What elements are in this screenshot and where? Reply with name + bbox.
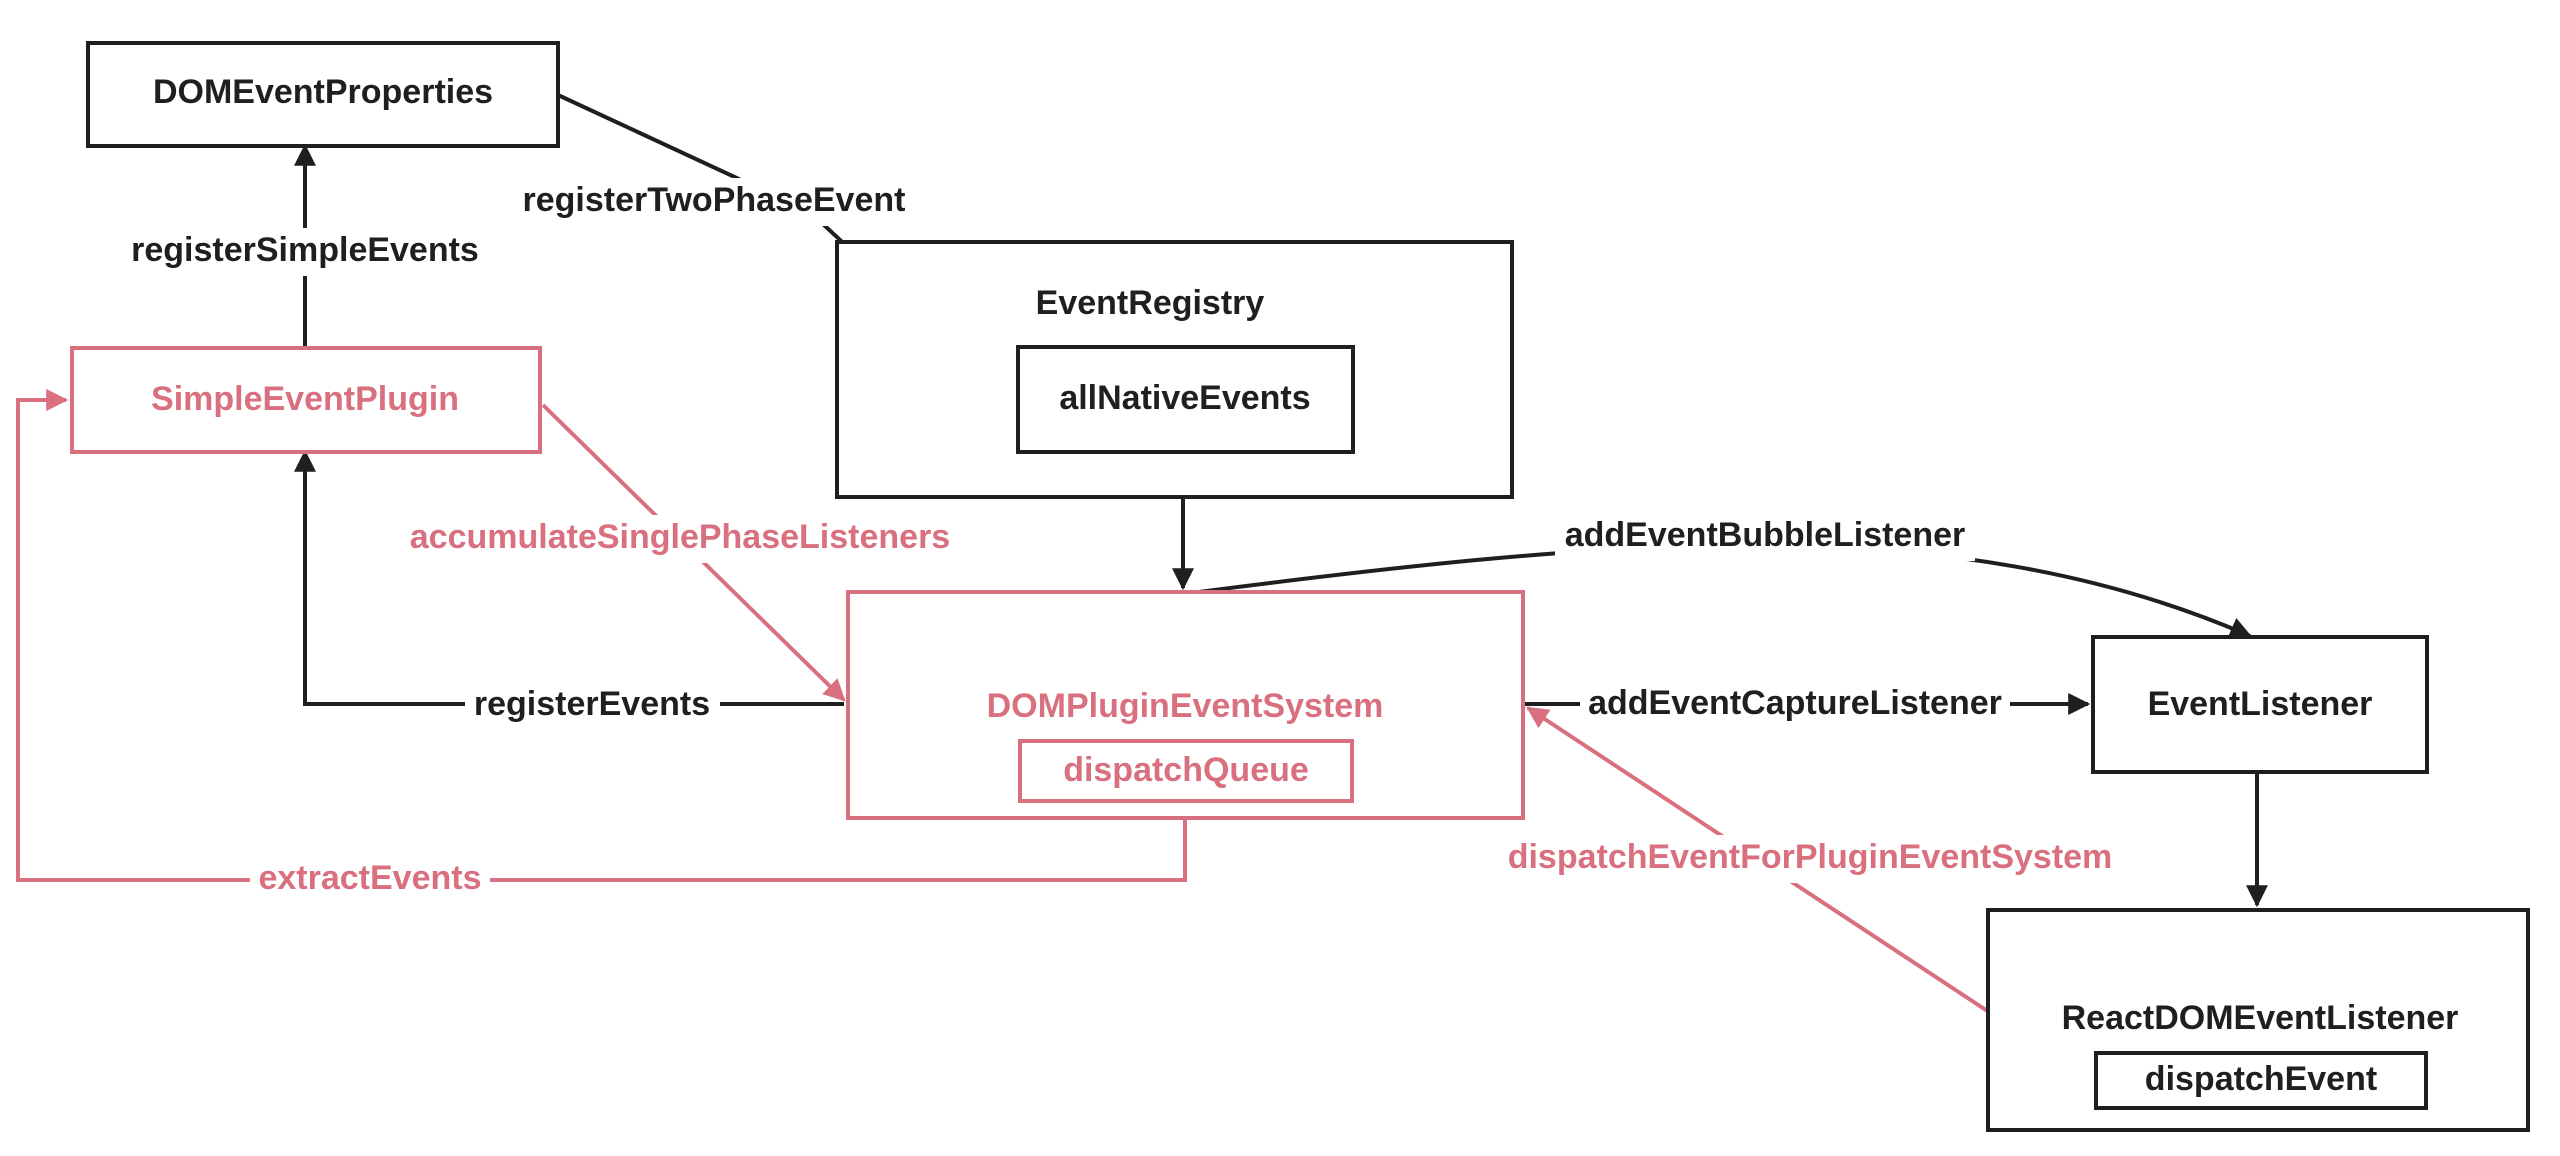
edge-label-register-simple-events: registerSimpleEvents xyxy=(131,231,479,269)
edge-label-add-event-capture-listener: addEventCaptureListener xyxy=(1588,684,2002,722)
edge-register-events xyxy=(294,449,844,706)
label-bg-add-event-bubble-listener xyxy=(1555,513,1975,561)
node-dom-event-properties-label: DOMEventProperties xyxy=(153,73,493,111)
node-simple-event-plugin-label: SimpleEventPlugin xyxy=(151,380,459,418)
edge-label-add-event-bubble-listener: addEventBubbleListener xyxy=(1565,516,1966,554)
label-bg-extract-events xyxy=(250,856,490,902)
edge-label-register-two-phase-event: registerTwoPhaseEvent xyxy=(523,181,906,219)
node-all-native-events-label: allNativeEvents xyxy=(1059,379,1310,417)
node-event-registry-label: EventRegistry xyxy=(1036,284,1265,322)
node-dom-event-properties xyxy=(86,41,560,148)
node-event-listener xyxy=(2091,635,2429,774)
node-simple-event-plugin xyxy=(70,346,542,454)
edge-label-extract-events: extractEvents xyxy=(258,859,481,897)
node-dispatch-queue-label: dispatchQueue xyxy=(1063,751,1309,789)
label-bg-accumulate-single-phase-listeners xyxy=(400,515,960,563)
node-dispatch-event xyxy=(2094,1051,2428,1110)
label-bg-register-simple-events xyxy=(118,228,492,276)
label-bg-register-events xyxy=(465,682,720,728)
label-bg-add-event-capture-listener xyxy=(1580,681,2010,729)
node-dom-plugin-event-system-label: DOMPluginEventSystem xyxy=(987,687,1384,725)
node-dispatch-queue xyxy=(1018,739,1354,803)
edge-label-register-events: registerEvents xyxy=(474,685,710,723)
label-bg-dispatch-event-for-plugin-event-system xyxy=(1500,835,2120,883)
node-event-listener-label: EventListener xyxy=(2148,685,2373,723)
edge-label-dispatch-event-for-plugin-event-system: dispatchEventForPluginEventSystem xyxy=(1508,838,2113,876)
edge-extract-events xyxy=(16,389,1187,882)
node-dispatch-event-label: dispatchEvent xyxy=(2145,1060,2377,1098)
edge-label-accumulate-single-phase-listeners: accumulateSinglePhaseListeners xyxy=(410,518,950,556)
label-bg-register-two-phase-event xyxy=(510,178,918,226)
node-all-native-events xyxy=(1016,345,1355,454)
node-react-dom-event-listener-label: ReactDOMEventListener xyxy=(2062,999,2459,1037)
